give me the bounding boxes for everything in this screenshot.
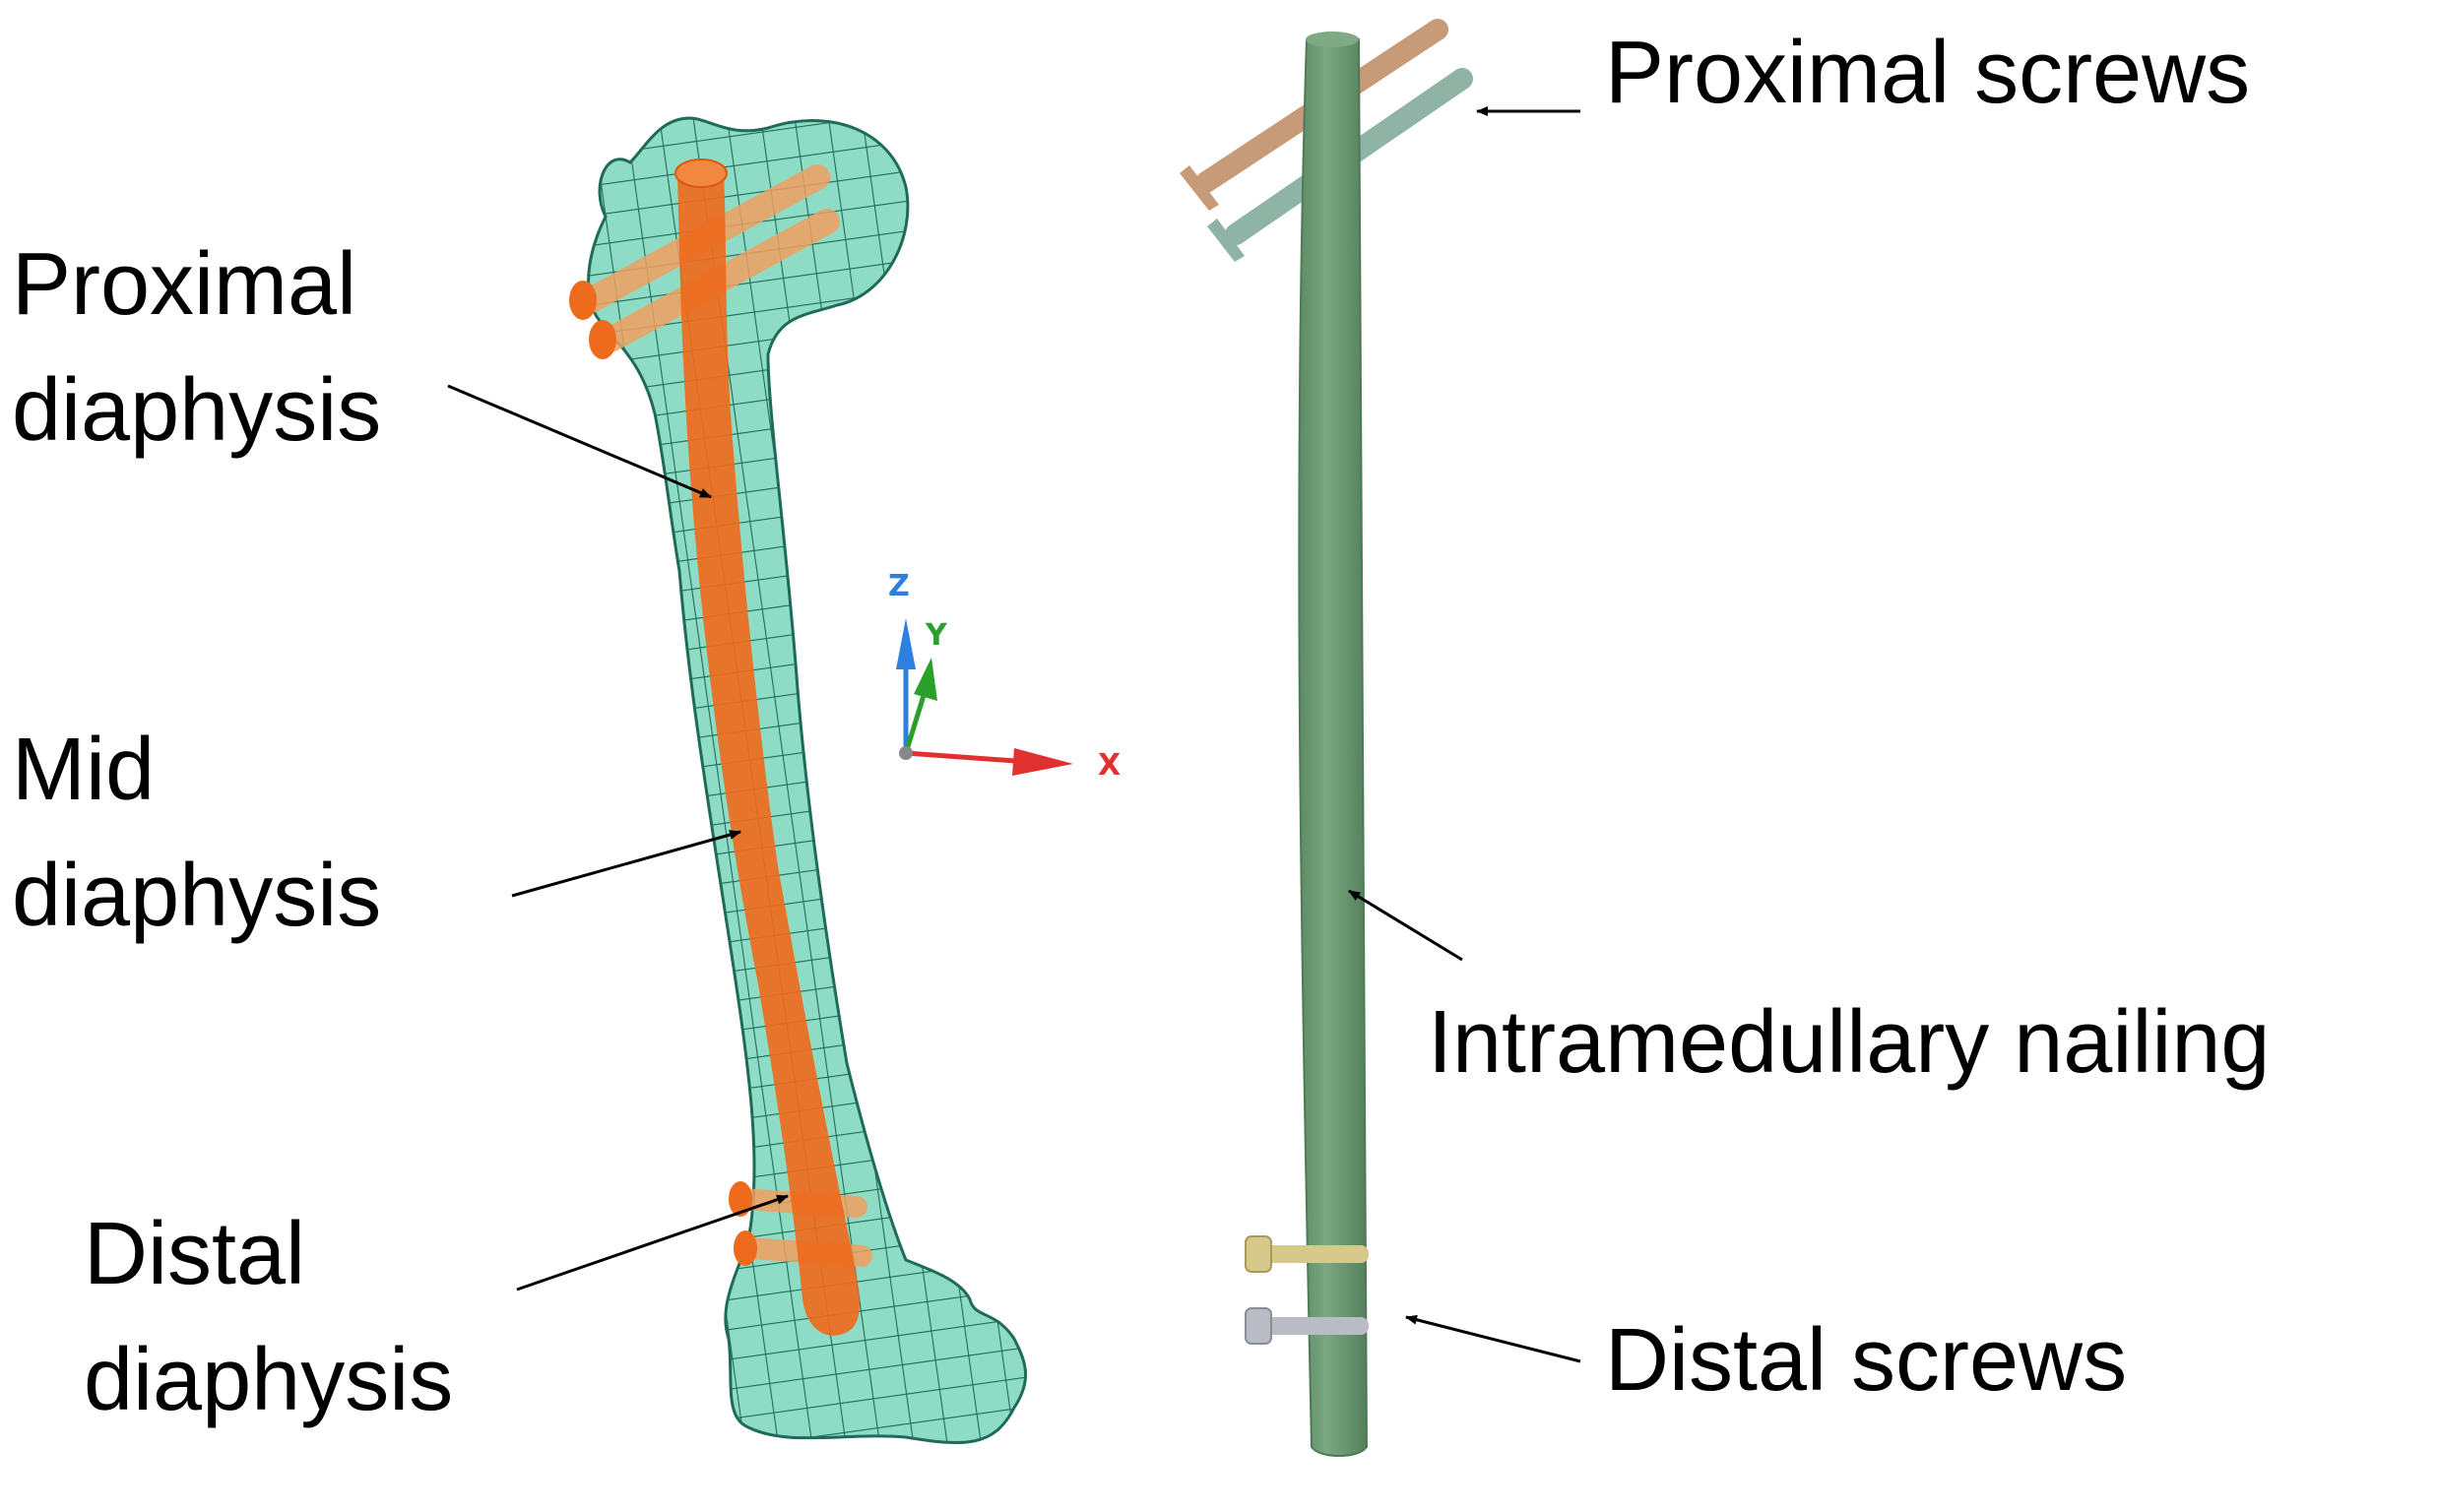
proximal-screw-2-head [1207,219,1245,262]
proximal-screw-head-2 [589,320,616,359]
arrow-mid-diaphysis [511,830,741,898]
distal-screw-head-1 [729,1181,752,1217]
label-proximal-diaphysis: Proximal diaphysis [12,221,381,473]
nail-rod [1298,32,1369,1457]
axis-y-arrowhead [914,658,937,701]
distal-screw-1-head [1245,1235,1272,1273]
nail-rod-top [1306,32,1359,47]
femur-model [569,116,1028,1445]
nail-in-bone [677,172,860,1336]
label-proximal-diaphysis-line1: Proximal [12,235,357,334]
axis-y-line [903,688,929,754]
distal-screw-2 [1245,1307,1369,1345]
label-distal-diaphysis: Distal diaphysis [84,1191,453,1443]
distal-screw-2-shaft [1260,1317,1369,1335]
arrow-distal-screws [1405,1314,1581,1363]
arrow-intramedullary-nailing [1348,889,1463,962]
distal-screw-2-head [1245,1307,1272,1345]
proximal-screw-head-1 [569,281,597,320]
coordinate-axes: Z Y X [888,569,1121,783]
distal-screw-1 [1245,1235,1369,1273]
axis-x-line [905,750,1030,765]
label-intramedullary-nailing: Intramedullary nailing [1428,993,2271,1092]
label-proximal-diaphysis-line2: diaphysis [12,361,382,460]
axis-origin [899,746,913,760]
label-distal-screws: Distal screws [1605,1311,2128,1410]
label-mid-diaphysis: Mid diaphysis [12,707,381,959]
arrow-proximal-diaphysis [447,384,712,499]
nail-top-cap [674,158,728,188]
distal-screw-head-2 [734,1230,757,1266]
nail-assembly [1180,19,1473,1457]
arrow-distal-diaphysis [516,1194,789,1292]
leader-arrows [447,106,1581,1363]
axis-y-label: Y [925,618,948,653]
proximal-screw-1-head [1180,165,1219,211]
distal-screw-1-shaft [1260,1245,1369,1263]
axis-z-label: Z [888,569,910,603]
label-mid-diaphysis-line1: Mid [12,721,156,819]
axis-x-arrowhead [1012,748,1073,776]
label-distal-diaphysis-line1: Distal [84,1205,306,1303]
label-proximal-screws: Proximal screws [1605,24,2251,122]
label-mid-diaphysis-line2: diaphysis [12,847,382,945]
axis-x-label: X [1098,748,1121,783]
label-distal-diaphysis-line2: diaphysis [84,1331,454,1429]
axis-z-arrowhead [896,618,916,669]
